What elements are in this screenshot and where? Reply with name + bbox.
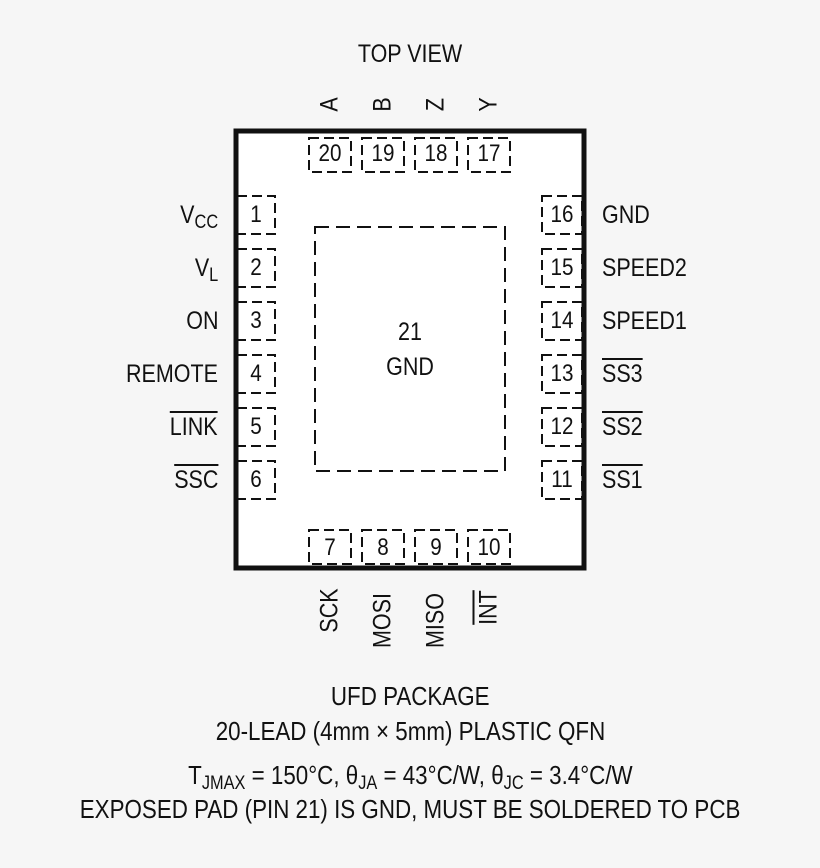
pin-pad-17 [467, 137, 511, 173]
pin-number-10: 10 [477, 534, 501, 561]
pin-number-18: 18 [424, 140, 448, 167]
pin-name-speed2: SPEED2 [602, 254, 687, 282]
pin-pad-2 [236, 248, 276, 288]
pin-name-speed1: SPEED1 [602, 307, 687, 335]
pin-number-19: 19 [371, 140, 395, 167]
thermal-specs: TJMAX = 150°C, θJA = 43°C/W, θJC = 3.4°C… [187, 760, 633, 794]
pin-number-20: 20 [318, 140, 342, 167]
pin-number-16: 16 [550, 201, 574, 228]
pin-name-remote: REMOTE [126, 360, 218, 388]
exposed-pad [314, 226, 506, 472]
pin-number-1: 1 [250, 201, 262, 228]
pin-number-5: 5 [250, 413, 262, 440]
pin-number-2: 2 [250, 254, 262, 281]
pin-name-gnd: GND [602, 201, 650, 229]
top-pin-name-a: A [315, 97, 344, 112]
pin-name-sck: SCK [315, 588, 344, 633]
pin-pad-18 [414, 137, 458, 173]
top-pin-name-y: Y [474, 97, 503, 112]
pin-pad-6 [236, 460, 276, 500]
pin-name-ssc: SSC [173, 466, 218, 494]
pin-pad-8 [361, 529, 405, 565]
pin-number-9: 9 [430, 534, 442, 561]
pin-pad-15 [541, 248, 583, 288]
exposed-pad-note: EXPOSED PAD (PIN 21) IS GND, MUST BE SOL… [79, 794, 741, 824]
pin-pad-5 [236, 407, 276, 447]
pin-number-15: 15 [550, 254, 574, 281]
pin-pad-11 [541, 460, 583, 500]
pin-number-4: 4 [250, 360, 262, 387]
pin-number-14: 14 [550, 307, 574, 334]
pin-pad-19 [361, 137, 405, 173]
pin-number-6: 6 [250, 466, 262, 493]
pin-number-8: 8 [377, 534, 389, 561]
pin-pad-20 [308, 137, 352, 173]
pin-name-miso: MISO [421, 593, 450, 648]
pin-number-3: 3 [250, 307, 262, 334]
pin-name-ss1: SS1 [602, 466, 643, 494]
pin-name-link: LINK [170, 413, 218, 441]
pin-name-ss3: SS3 [602, 360, 643, 388]
pin-pad-1 [236, 195, 276, 235]
pin-name-on: ON [185, 307, 218, 335]
pin-number-12: 12 [550, 413, 574, 440]
pin-name-vcc: VCC [180, 201, 218, 233]
pin-name-int: INT [474, 590, 503, 625]
top-pin-name-b: B [368, 97, 397, 112]
pin-pad-14 [541, 301, 583, 341]
pin-pad-13 [541, 354, 583, 394]
pin-pad-16 [541, 195, 583, 235]
pin-pad-10 [467, 529, 511, 565]
pin-number-7: 7 [324, 534, 336, 561]
pin-name-ss2: SS2 [602, 413, 643, 441]
package-name: UFD PACKAGE [330, 681, 490, 711]
pin-name-mosi: MOSI [368, 593, 397, 648]
pin-name-vl: VL [194, 254, 218, 286]
exposed-pad-name: GND [386, 353, 434, 381]
top-view-label: TOP VIEW [357, 40, 463, 68]
pin-pad-7 [308, 529, 352, 565]
pin-pad-9 [414, 529, 458, 565]
pin-pad-4 [236, 354, 276, 394]
pin-number-11: 11 [551, 466, 573, 493]
pin-number-13: 13 [550, 360, 574, 387]
package-body [233, 128, 587, 571]
pin-pad-12 [541, 407, 583, 447]
pin-number-17: 17 [477, 140, 501, 167]
pin-pad-3 [236, 301, 276, 341]
package-description: 20-LEAD (4mm × 5mm) PLASTIC QFN [215, 716, 605, 746]
top-pin-name-z: Z [421, 97, 450, 112]
exposed-pad-number: 21 [398, 318, 422, 346]
